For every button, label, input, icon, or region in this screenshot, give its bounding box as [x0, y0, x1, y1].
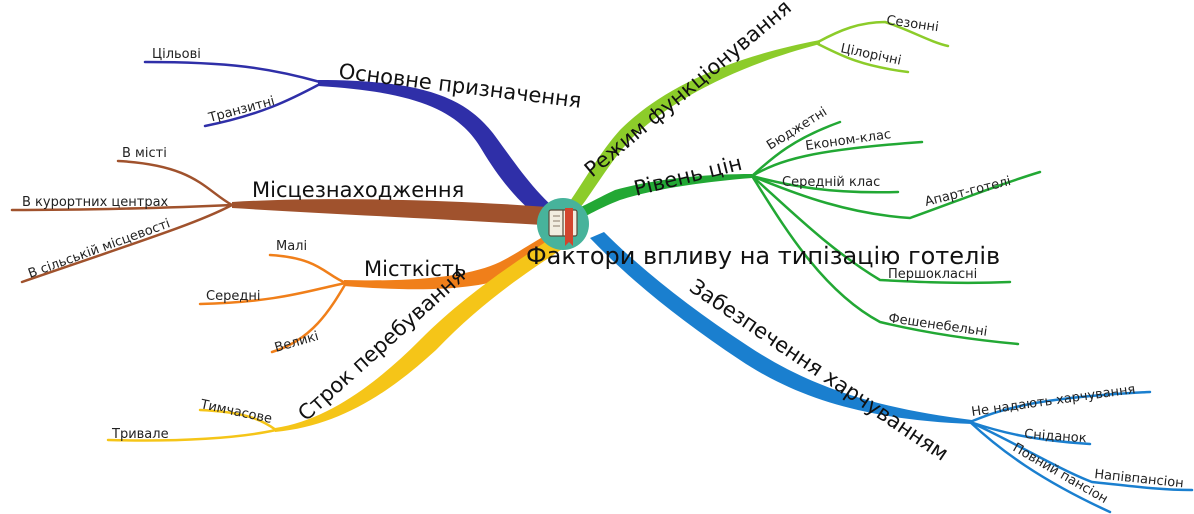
sub-label-mode-1: Сезонні [885, 13, 939, 35]
sub-line-price-6 [750, 174, 1020, 346]
sub-line-food-2 [968, 420, 1092, 446]
sub-label-price-3: Середній клас [782, 175, 880, 190]
sub-line-capacity-2 [198, 281, 348, 306]
sub-label-capacity-2: Середні [206, 289, 260, 304]
sub-line-capacity-3 [270, 281, 348, 354]
sub-label-food-1: Не надають харчування [970, 382, 1136, 420]
book-icon [548, 208, 578, 246]
sub-label-location-1: В місті [122, 146, 167, 161]
sub-line-mode-2 [816, 42, 910, 74]
sub-label-food-2: Сніданок [1024, 427, 1087, 446]
sub-line-capacity-1 [268, 253, 348, 285]
branch-label-food: Забезпечення харчуванням [685, 274, 953, 465]
sub-label-stay-2: Тривале [111, 427, 169, 442]
sub-label-price-6: Фешенебельні [887, 311, 988, 340]
sub-label-capacity-3: Великі [273, 329, 321, 356]
sub-line-location-1 [116, 159, 234, 207]
sub-line-price-3 [750, 174, 900, 194]
branch-label-mode: Режим функціонування [580, 0, 796, 182]
branch-location [232, 199, 560, 226]
sub-line-food-1 [968, 390, 1152, 424]
sub-line-price-5 [750, 174, 1012, 285]
sub-line-location-2 [10, 203, 234, 212]
sub-line-food-3 [968, 420, 1194, 492]
sub-line-stay-1 [198, 408, 278, 432]
sub-line-price-2 [750, 140, 924, 178]
sub-line-price-1 [750, 120, 842, 178]
central-node [537, 198, 589, 250]
sub-line-stay-2 [106, 428, 278, 442]
branch-label-price: Рівень цін [631, 151, 744, 201]
central-title: Фактори впливу на типізацію готелів [526, 242, 1000, 270]
sub-label-price-5: Першокласні [888, 267, 977, 282]
sub-line-mode-1 [816, 20, 950, 48]
branch-stay [275, 232, 570, 432]
sub-label-capacity-1: Малі [276, 239, 307, 254]
branch-label-capacity: Місткість [364, 257, 466, 281]
branch-label-location: Місцезнаходження [252, 178, 464, 202]
sub-label-purpose-1: Цільові [152, 47, 201, 62]
sub-label-location-3: В сільській місцевості [26, 216, 172, 281]
sub-label-purpose-2: Транзитні [206, 94, 276, 126]
sub-line-food-4 [968, 420, 1112, 514]
branch-price [574, 174, 752, 220]
sub-line-price-4 [750, 170, 1042, 220]
sub-label-location-2: В курортних центрах [22, 195, 169, 210]
sub-line-purpose-1 [143, 60, 322, 84]
sub-line-purpose-2 [203, 82, 322, 128]
sub-line-location-3 [20, 203, 234, 284]
sub-label-price-4: Апарт-готелі [923, 174, 1012, 210]
sub-label-stay-1: Тимчасове [198, 397, 273, 427]
